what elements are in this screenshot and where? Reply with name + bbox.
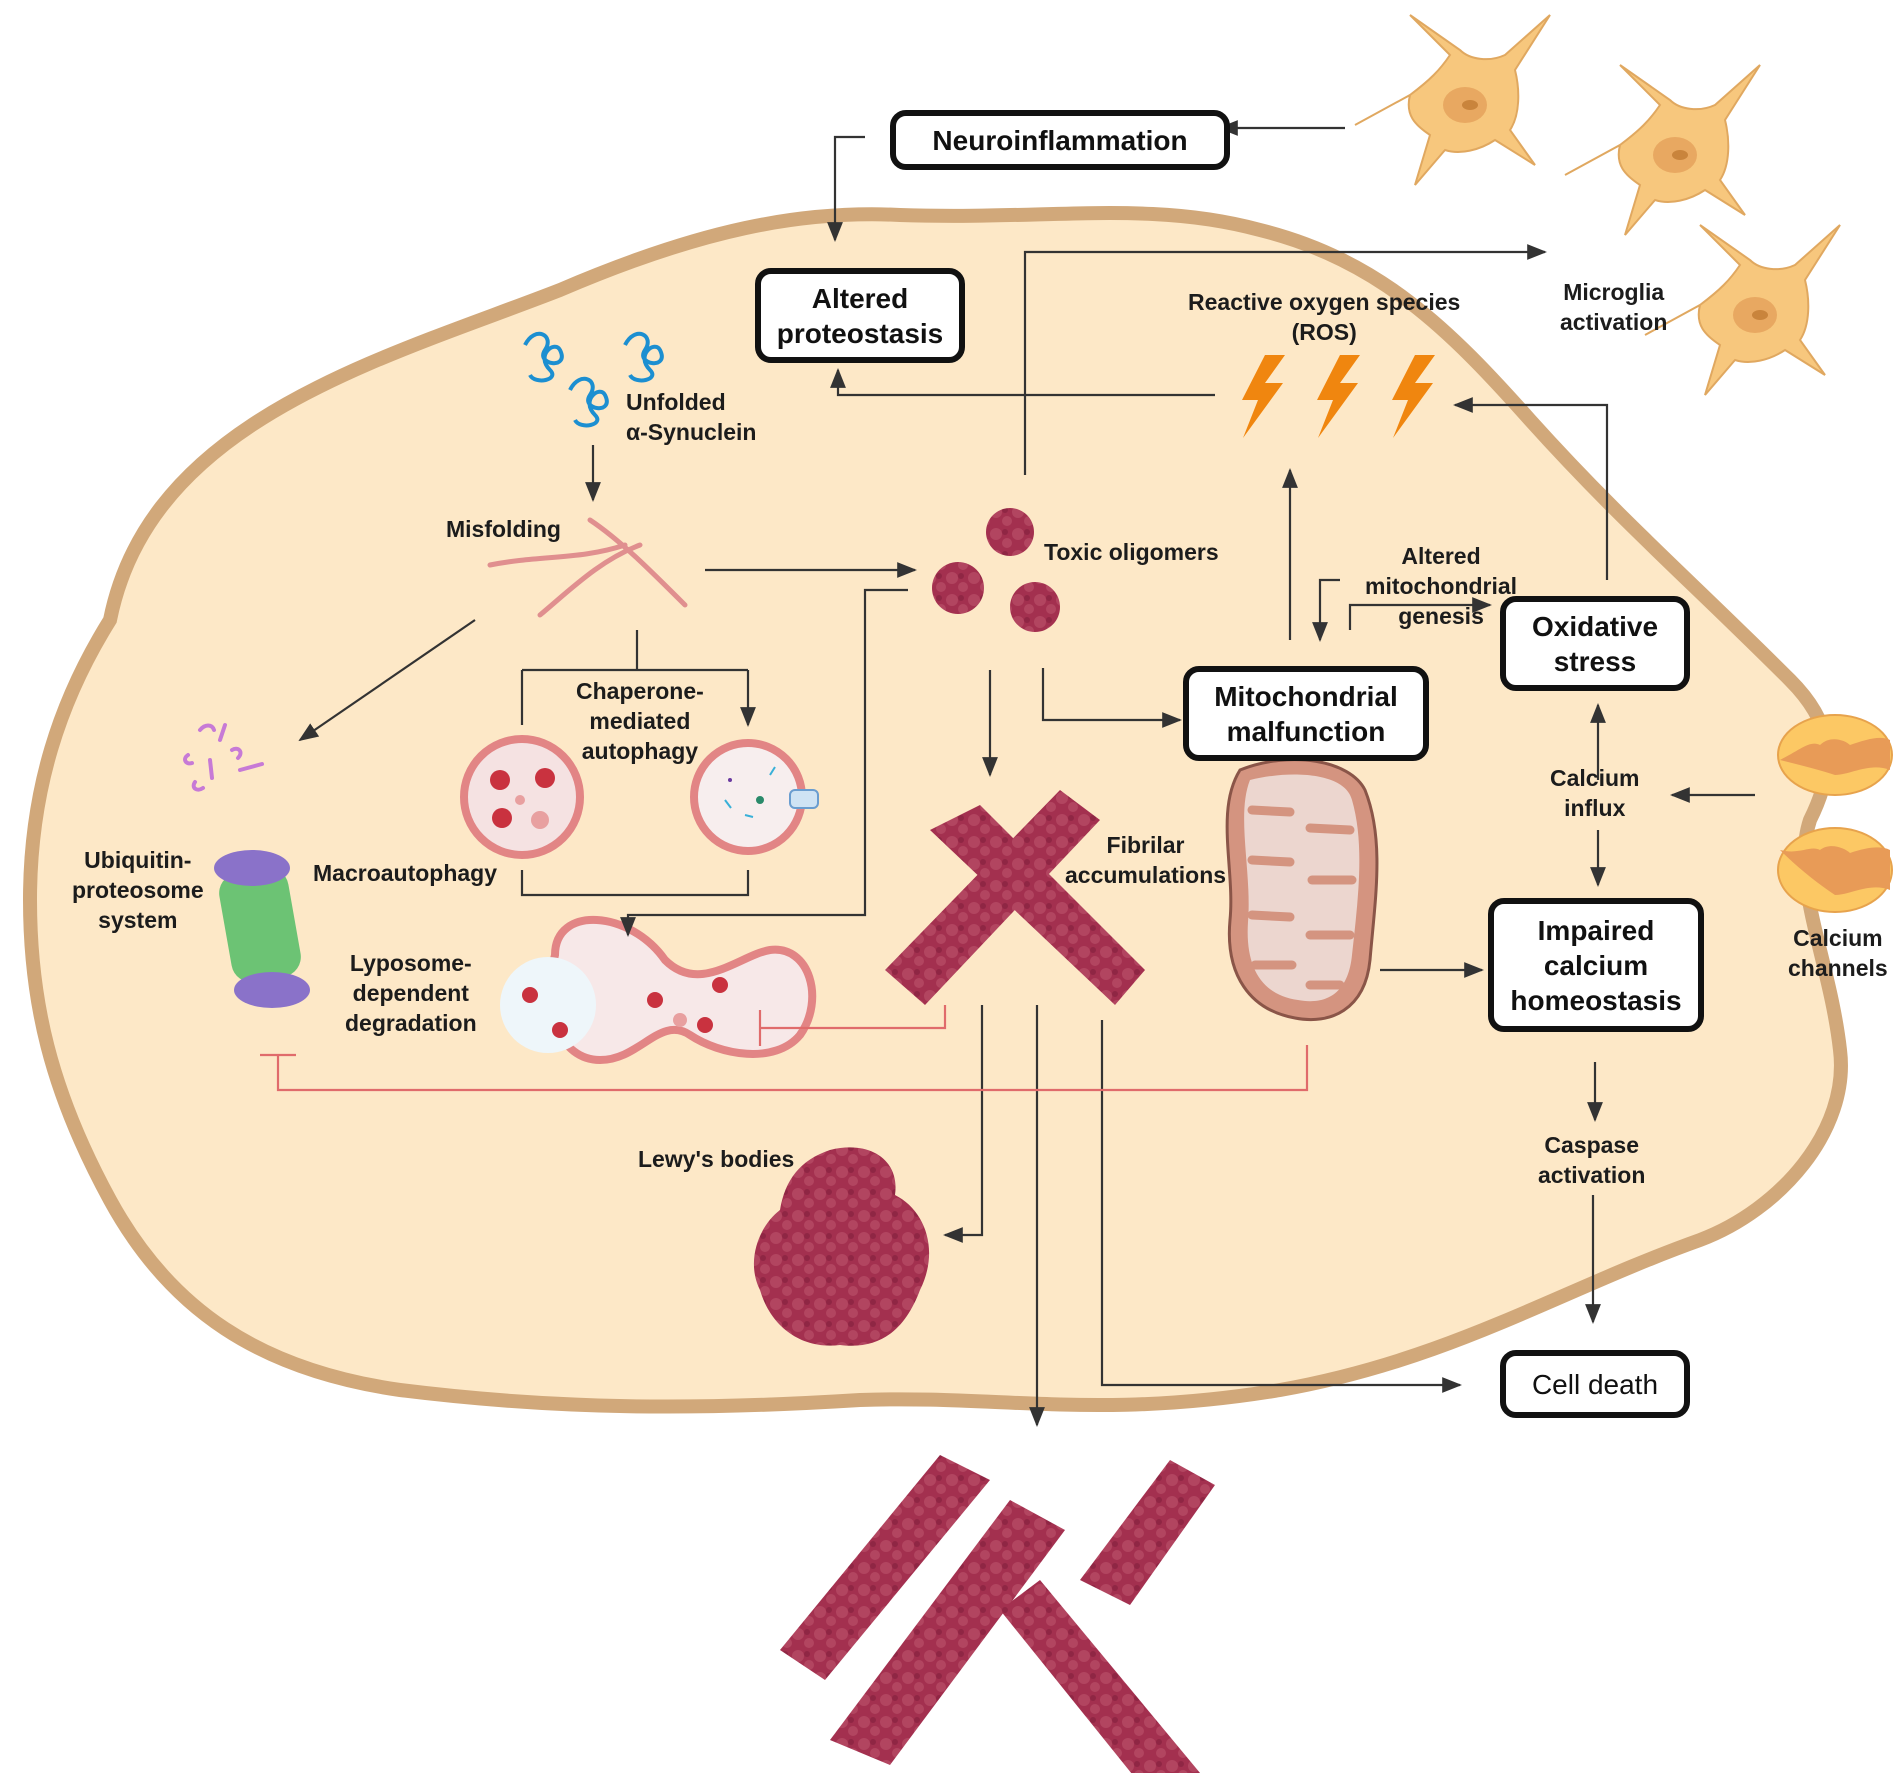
proteasome-icon [214, 850, 310, 1008]
alpha-synuclein-coil-icon [523, 331, 664, 428]
flow-arrows [298, 120, 1755, 1427]
fibril-x-icon [885, 790, 1145, 1005]
calcium-influx-label: Calcium influx [1550, 763, 1639, 823]
autolysosome-icon [500, 916, 817, 1065]
ups-label: Ubiquitin- proteosome system [72, 845, 204, 935]
autophagosome-icon [460, 735, 584, 859]
misfolded-fibril-icon [487, 517, 688, 618]
fibrilar-line1: Fibrilar [1106, 832, 1185, 858]
neuron-cell-body [22, 206, 1848, 1414]
oligomer-cluster-icon [932, 508, 1060, 632]
unfolded-synuclein-line1: Unfolded [626, 389, 726, 415]
microglia-activation-label: Microglia activation [1560, 277, 1667, 337]
lysosome-line2: dependent [352, 980, 469, 1006]
cma-line1: Chaperone- [576, 678, 704, 704]
lysosome-degradation-label: Lyposome- dependent degradation [345, 948, 477, 1038]
altered-mito-genesis-label: Altered mitochondrial genesis [1365, 541, 1517, 631]
ros-line2: (ROS) [1291, 319, 1357, 345]
ups-line1: Ubiquitin- [84, 847, 192, 873]
ros-line1: Reactive oxygen species [1188, 289, 1461, 315]
microglia-line2: activation [1560, 309, 1668, 335]
altered-proteostasis-box: Altered proteostasis [755, 268, 965, 363]
oxidative-stress-box: Oxidative stress [1500, 596, 1690, 691]
calcium-channels-label: Calcium channels [1788, 923, 1888, 983]
calcium-channels-line2: channels [1788, 955, 1888, 981]
altered-mito-line3: genesis [1398, 603, 1484, 629]
fibrilar-line2: accumulations [1065, 862, 1227, 888]
calcium-influx-line1: Calcium [1550, 765, 1640, 791]
calcium-channel-icon [1777, 714, 1893, 913]
macroautophagy-label: Macroautophagy [313, 860, 498, 886]
fibrilar-accumulations-label: Fibrilar accumulations [1065, 830, 1226, 890]
toxic-oligomers-label: Toxic oligomers [1044, 539, 1219, 565]
mitochondrial-malfunction-box: Mitochondrial malfunction [1183, 666, 1429, 761]
altered-mito-line2: mitochondrial [1365, 573, 1518, 599]
altered-mito-line1: Altered [1401, 543, 1481, 569]
inhibition-lines [260, 1005, 1309, 1092]
caspase-line1: Caspase [1544, 1132, 1639, 1158]
ubiquitin-fragments-icon [183, 723, 264, 792]
caspase-activation-label: Caspase activation [1538, 1130, 1645, 1190]
calcium-influx-line2: influx [1564, 795, 1626, 821]
microglia-cell-icon [1354, 14, 1841, 396]
cma-line3: autophagy [581, 738, 699, 764]
cma-label: Chaperone- mediated autophagy [576, 676, 704, 766]
caspase-line2: activation [1538, 1162, 1646, 1188]
ups-line3: system [98, 907, 178, 933]
ros-label: Reactive oxygen species (ROS) [1188, 287, 1460, 347]
cma-line2: mediated [589, 708, 691, 734]
lewy-bodies-label: Lewy's bodies [638, 1146, 795, 1172]
extracellular-fibrils-icon [780, 1455, 1215, 1773]
microglia-line1: Microglia [1563, 279, 1665, 305]
lysosome-line3: degradation [345, 1010, 477, 1036]
lysosome-line1: Lyposome- [349, 950, 472, 976]
neuroinflammation-box: Neuroinflammation [890, 110, 1230, 170]
lewy-body-icon [753, 1147, 930, 1346]
impaired-calcium-homeostasis-box: Impaired calcium homeostasis [1488, 898, 1704, 1032]
unfolded-synuclein-line2: α-Synuclein [626, 419, 757, 445]
calcium-channels-line1: Calcium [1793, 925, 1883, 951]
mitochondrion-icon [1225, 758, 1379, 1022]
ups-line2: proteosome [72, 877, 204, 903]
misfolding-label: Misfolding [446, 516, 561, 542]
unfolded-synuclein-label: Unfolded α-Synuclein [626, 387, 756, 447]
cell-death-box: Cell death [1500, 1350, 1690, 1418]
ros-lightning-icon [1242, 355, 1435, 438]
